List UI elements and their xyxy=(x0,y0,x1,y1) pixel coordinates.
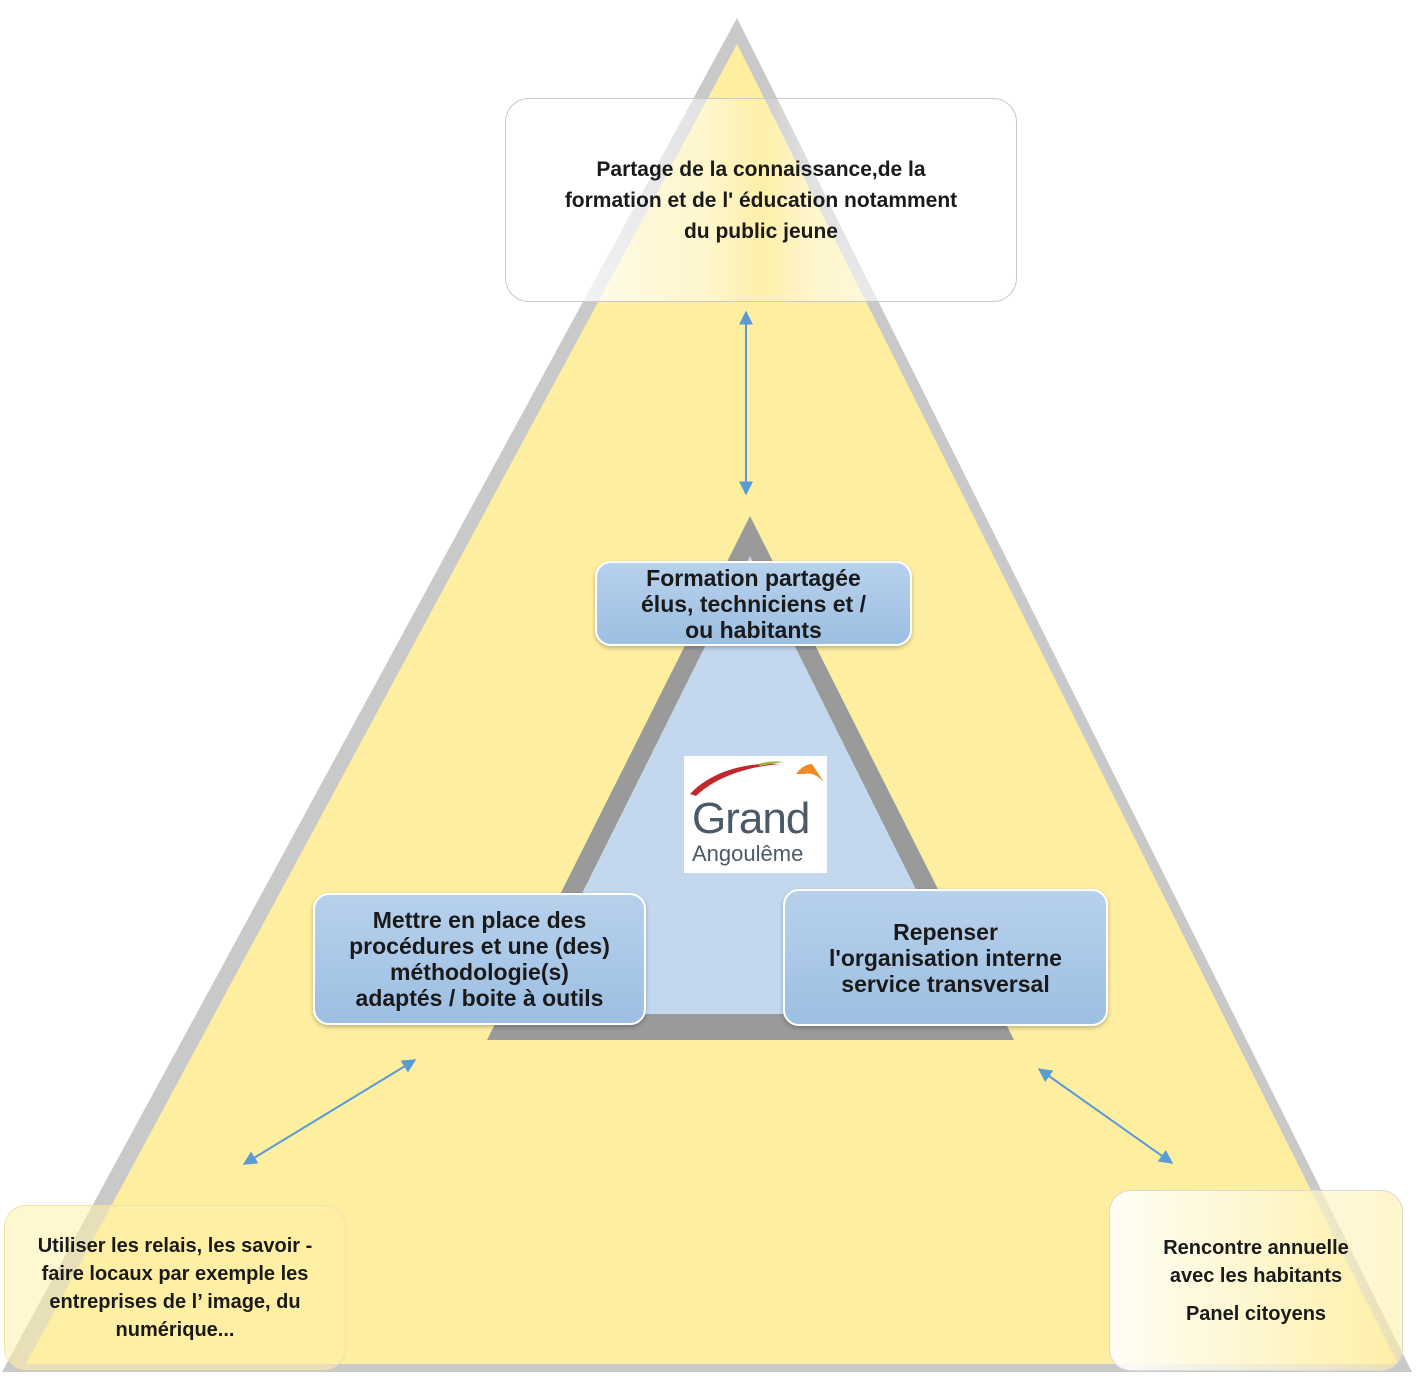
bottom-right-box: Rencontre annuelle avec les habitants Pa… xyxy=(1109,1190,1403,1371)
bottom-left-box: Utiliser les relais, les savoir - faire … xyxy=(4,1205,346,1370)
grand-angouleme-logo: Grand Angoulême xyxy=(684,756,827,873)
logo-swoosh-icon xyxy=(690,761,824,796)
top-box-line-3: du public jeune xyxy=(683,219,838,243)
inner-left-box: Mettre en place des procédures et une (d… xyxy=(313,893,646,1025)
bottom-left-line-1: Utiliser les relais, les savoir - xyxy=(37,1234,313,1257)
arrow-right xyxy=(1037,1068,1174,1164)
logo-word-grand: Grand xyxy=(692,794,810,843)
inner-left-line-2: procédures et une (des) xyxy=(349,933,610,959)
inner-top-line-1: Formation partagée xyxy=(646,564,861,591)
inner-right-line-3: service transversal xyxy=(841,970,1050,997)
inner-left-line-1: Mettre en place des xyxy=(372,907,587,933)
bottom-left-line-2: faire locaux par exemple les xyxy=(41,1262,309,1285)
inner-top-line-3: ou habitants xyxy=(685,616,822,643)
inner-left-line-3: méthodologie(s) xyxy=(390,959,569,985)
top-box-line-1: Partage de la connaissance,de la xyxy=(596,157,926,181)
bottom-right-extra: Panel citoyens xyxy=(1185,1302,1327,1325)
logo-word-angouleme: Angoulême xyxy=(692,841,804,866)
bottom-left-line-3: entreprises de l’ image, du xyxy=(49,1290,301,1313)
inner-top-box: Formation partagée élus, techniciens et … xyxy=(595,561,912,646)
bottom-left-line-4: numérique... xyxy=(115,1318,235,1341)
bottom-right-line-2: avec les habitants xyxy=(1169,1264,1343,1287)
inner-top-line-2: élus, techniciens et / xyxy=(641,590,866,617)
inner-right-box: Repenser l'organisation interne service … xyxy=(783,889,1108,1026)
arrow-left xyxy=(242,1059,417,1165)
inner-left-line-4: adaptés / boite à outils xyxy=(355,985,604,1011)
inner-right-line-2: l'organisation interne xyxy=(829,944,1062,971)
top-box: Partage de la connaissance,de la formati… xyxy=(505,98,1017,302)
top-box-line-2: formation et de l' éducation notamment xyxy=(564,188,958,212)
bottom-right-line-1: Rencontre annuelle xyxy=(1163,1236,1349,1259)
inner-right-line-1: Repenser xyxy=(893,918,998,945)
